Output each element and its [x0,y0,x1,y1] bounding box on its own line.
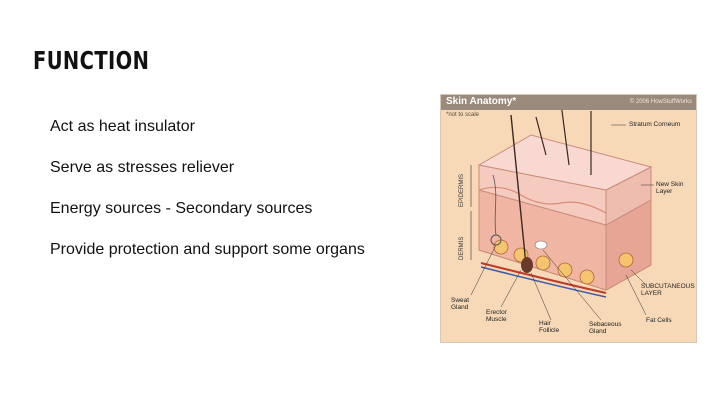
skin-cross-section-illustration [470,102,654,321]
bullet-item: Serve as stresses reliever [50,159,235,176]
label-sebaceous-gland: Sebaceous Gland [589,321,622,335]
figure-copyright: © 2006 HowStuffWorks [629,99,692,105]
figure-title: Skin Anatomy* [446,96,517,107]
skin-anatomy-figure: Skin Anatomy* © 2006 HowStuffWorks *not … [440,94,697,343]
bullet-item: Provide protection and support some orga… [50,241,365,258]
slide-title: FUNCTION [33,46,150,75]
figure-note: *not to scale [446,112,480,118]
label-new-skin-layer: New Skin Layer [656,181,684,195]
label-sweat-gland: Sweat Gland [451,297,470,311]
figure-header: Skin Anatomy* © 2006 HowStuffWorks [441,95,696,110]
label-dermis: DERMIS [459,236,465,260]
label-subcutaneous-layer: SUBCUTANEOUS LAYER [641,283,695,297]
bullet-item: Energy sources - Secondary sources [50,200,313,217]
label-epidermis: EPIDERMIS [459,173,465,207]
label-fat-cells: Fat Cells [646,317,672,324]
label-stratum-corneum: Stratum Corneum [629,121,681,128]
label-hair-follicle: Hair Follicle [539,320,560,334]
bullet-list: Act as heat insulator Serve as stresses … [50,117,365,281]
bullet-item: Act as heat insulator [50,118,195,135]
label-erector-muscle: Erector Muscle [486,309,507,323]
